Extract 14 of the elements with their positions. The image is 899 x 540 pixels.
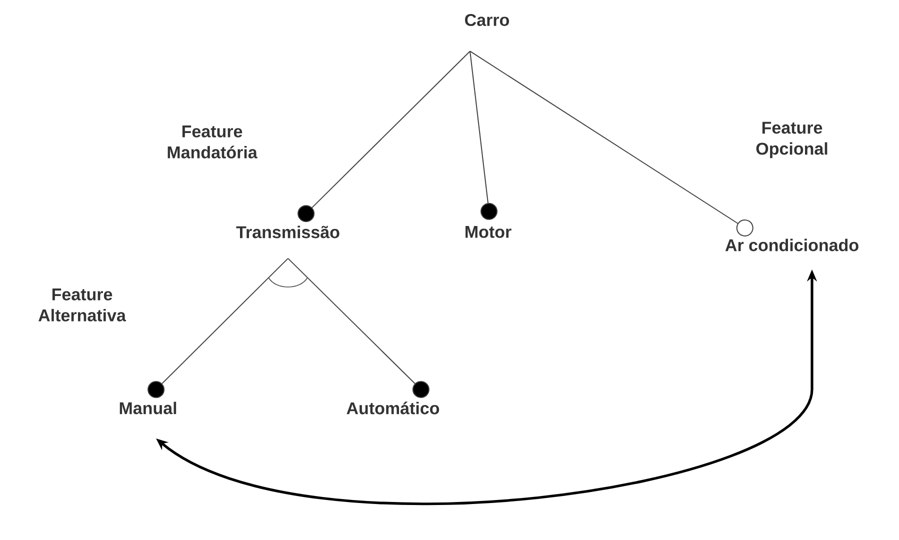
connector-line: [288, 258, 430, 398]
feature-name: Manual: [120, 402, 176, 414]
connector-line: [298, 50, 470, 222]
annotation-text: Feature Opcional: [756, 122, 828, 158]
annotation-text: Feature Mandatória: [168, 126, 258, 158]
connector-line: [470, 50, 498, 220]
feature-name: Carro: [465, 14, 509, 26]
feature-name: Motor: [466, 226, 512, 238]
annotation-text: Feature Alternativa: [38, 288, 126, 322]
feature-name: Automático: [346, 402, 440, 414]
feature-name: Transmissão: [236, 226, 340, 238]
connector-line: [148, 258, 288, 398]
feature-name: Ar condicionado: [725, 238, 858, 252]
connector-line: [470, 50, 754, 236]
